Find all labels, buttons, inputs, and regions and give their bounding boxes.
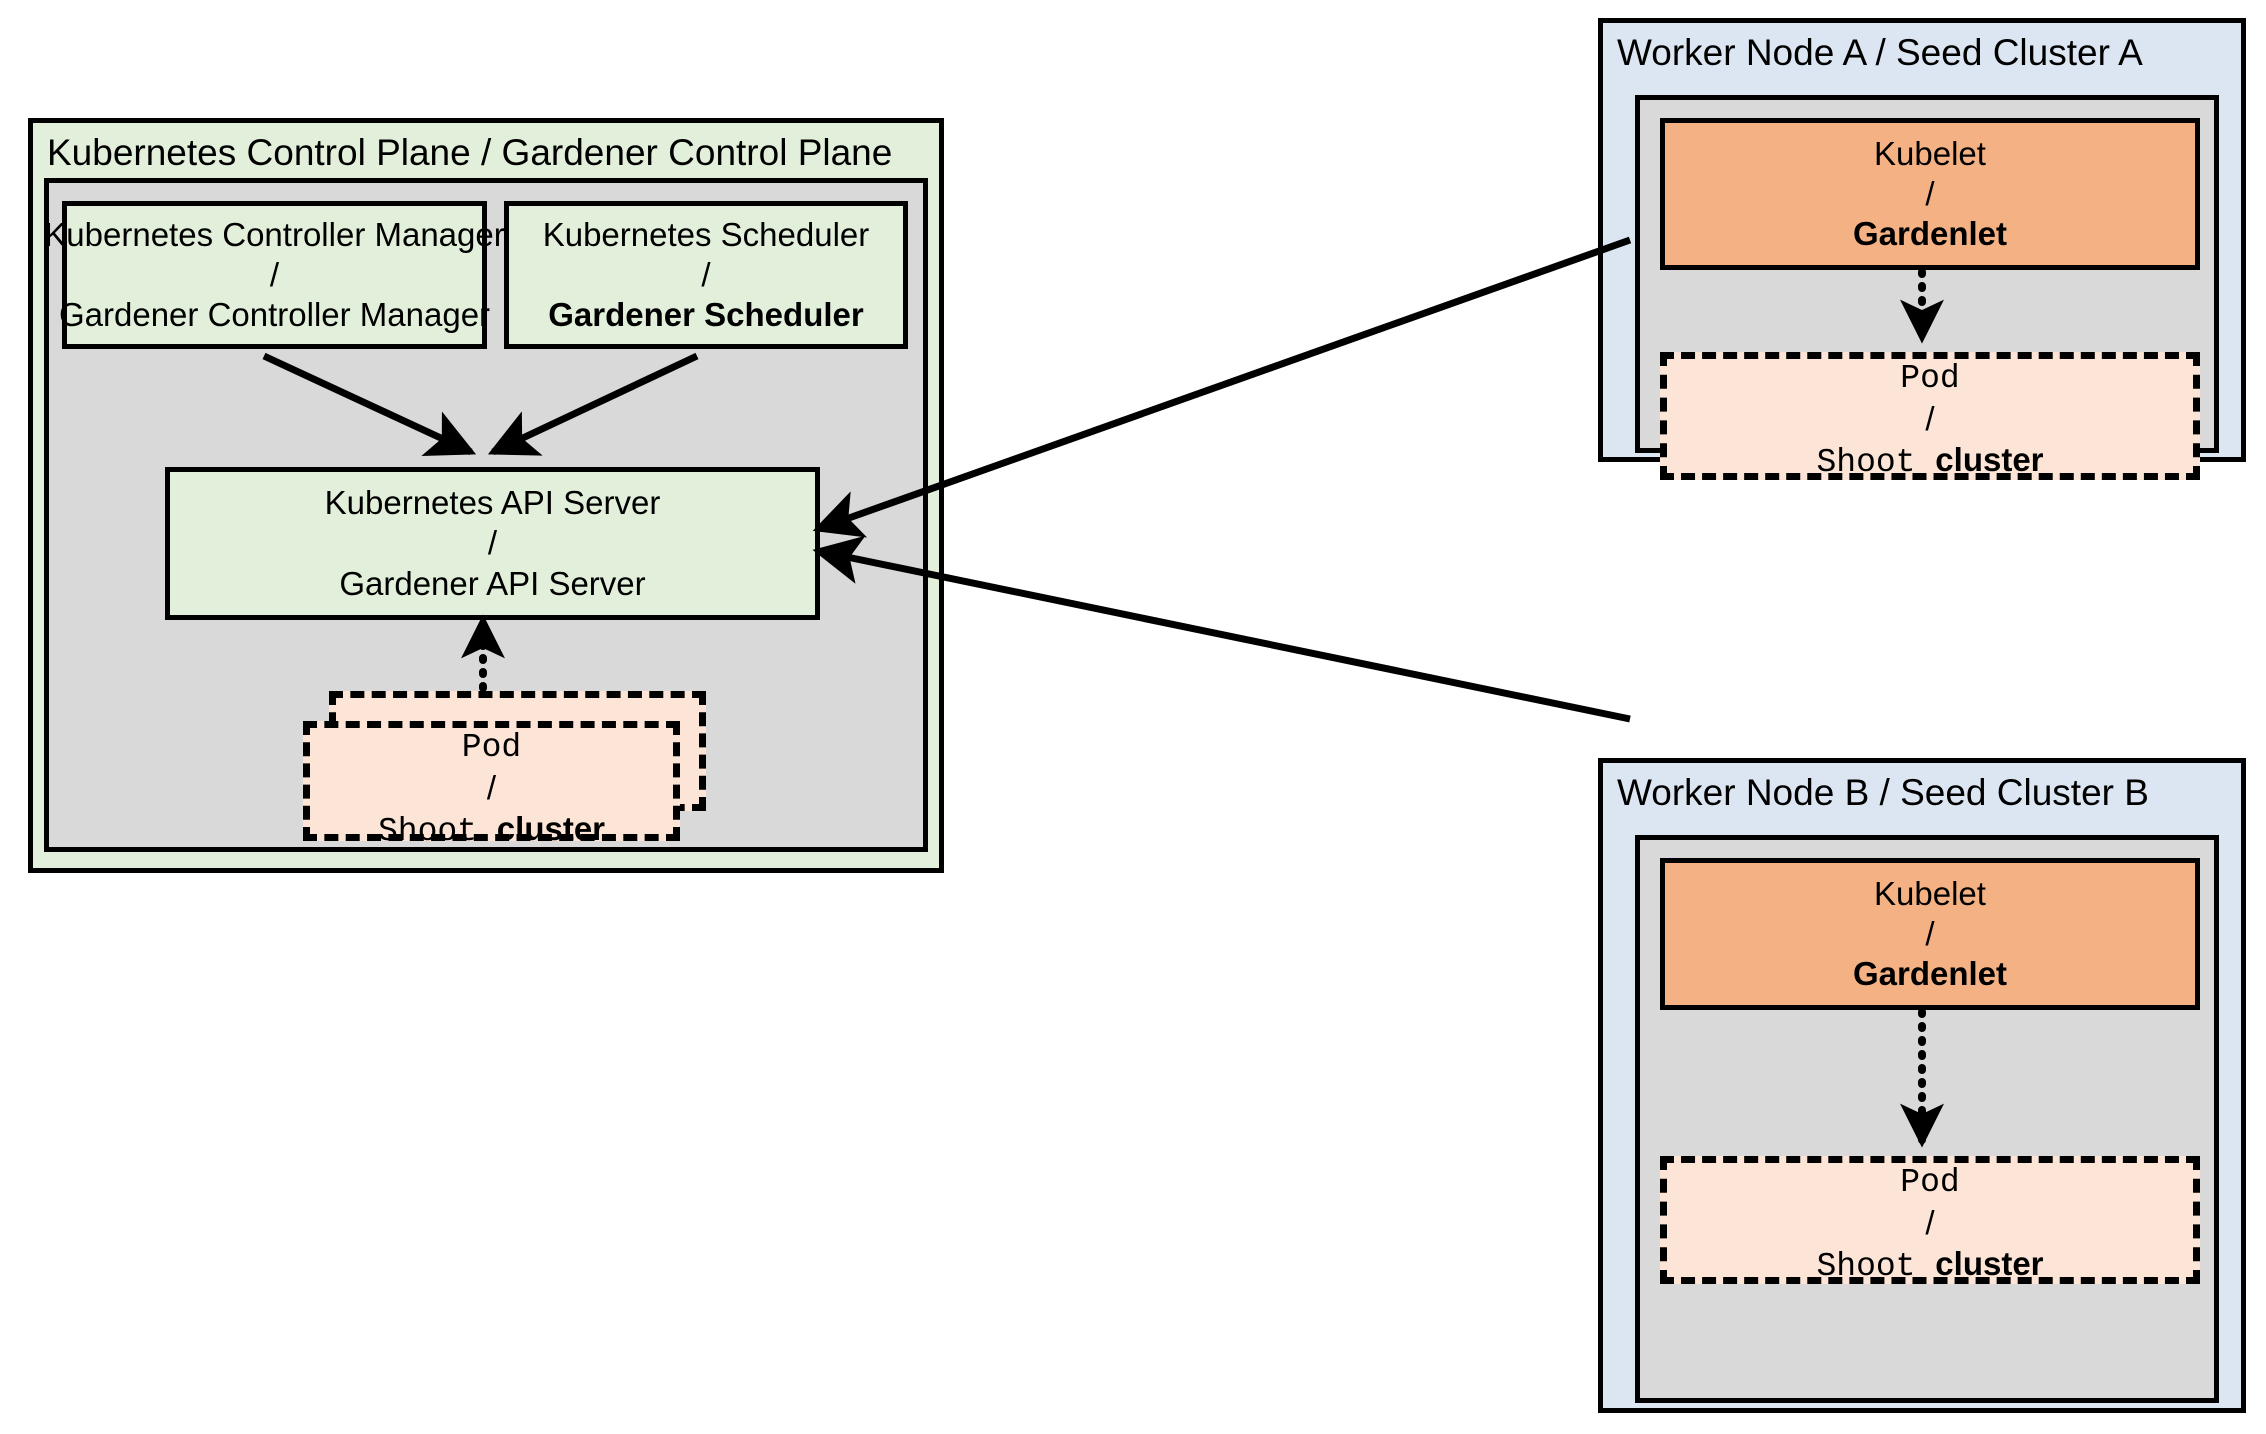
scheduler-line2: Gardener Scheduler: [548, 296, 864, 334]
kubernetes-api-server-node[interactable]: Kubernetes API Server / Gardener API Ser…: [165, 467, 820, 620]
seed-a-pod-separator: /: [1925, 400, 1935, 438]
seed-a-pod-label: Pod / Shoot cluster: [1667, 359, 2193, 483]
control-plane-pod-line2-mono: Shoot: [377, 812, 497, 850]
seed-cluster-a-title: Worker Node A / Seed Cluster A: [1617, 32, 2143, 73]
scheduler-line1: Kubernetes Scheduler: [542, 215, 870, 253]
control-plane-pod-label: Pod / Shoot cluster: [310, 728, 673, 852]
seed-b-kubelet-node[interactable]: Kubelet / Gardenlet: [1660, 858, 2200, 1010]
api-server-line2: Gardener API Server: [339, 564, 646, 602]
seed-a-pod-line2: Shoot cluster: [1816, 440, 2043, 483]
kubernetes-controller-manager-node[interactable]: Kubernetes Controller Manager / Gardener…: [44, 201, 505, 349]
api-server-separator: /: [487, 524, 498, 562]
seed-a-pod-line2-bold: cluster: [1935, 440, 2044, 478]
seed-cluster-a-inner-panel: Kubelet / Gardenlet Pod / Shoot cluster: [1635, 95, 2219, 481]
seed-b-kubelet-label: Kubelet / Gardenlet: [1665, 863, 2195, 1005]
seed-cluster-b-title: Worker Node B / Seed Cluster B: [1617, 772, 2149, 813]
seed-b-kubelet-line1: Kubelet: [1874, 874, 1986, 912]
seed-b-gardenlet-line2: Gardenlet: [1852, 955, 2008, 993]
controller-manager-separator: /: [269, 255, 280, 293]
seed-a-pod-line1: Pod: [1900, 360, 1960, 397]
seed-cluster-a-group: Worker Node A / Seed Cluster A Kubelet /…: [1598, 18, 2246, 481]
control-plane-pod-node[interactable]: Pod / Shoot cluster: [303, 721, 680, 850]
control-plane-pod-line2-bold: cluster: [496, 809, 606, 847]
seed-a-kubelet-node[interactable]: Kubelet / Gardenlet: [1660, 118, 2200, 270]
seed-b-pod-line2-mono: Shoot: [1816, 1247, 1936, 1285]
seed-a-pod-node[interactable]: Pod / Shoot cluster: [1660, 352, 2200, 483]
control-plane-pod-line1: Pod: [461, 729, 522, 766]
scheduler-label: Kubernetes Scheduler / Gardener Schedule…: [509, 206, 903, 344]
api-server-label: Kubernetes API Server / Gardener API Ser…: [170, 472, 815, 615]
seed-b-pod-line2: Shoot cluster: [1816, 1244, 2043, 1287]
seed-a-gardenlet-line2: Gardenlet: [1852, 215, 2008, 253]
seed-b-pod-node[interactable]: Pod / Shoot cluster: [1660, 1156, 2200, 1287]
controller-manager-label: Kubernetes Controller Manager / Gardener…: [44, 206, 504, 344]
control-plane-inner-panel: Kubernetes Controller Manager / Gardener…: [44, 178, 928, 852]
seed-b-kubelet-separator: /: [1925, 914, 1935, 952]
seed-b-pod-line2-bold: cluster: [1935, 1244, 2044, 1282]
control-plane-title: Kubernetes Control Plane / Gardener Cont…: [47, 132, 893, 173]
seed-b-pod-line1: Pod: [1900, 1164, 1960, 1201]
kubernetes-scheduler-node[interactable]: Kubernetes Scheduler / Gardener Schedule…: [504, 201, 908, 349]
control-plane-pod-line2: Shoot cluster: [378, 809, 605, 852]
api-server-line1: Kubernetes API Server: [324, 484, 661, 522]
controller-manager-line2: Gardener Controller Manager: [58, 296, 491, 334]
controller-manager-line1: Kubernetes Controller Manager: [44, 215, 505, 253]
seed-a-kubelet-separator: /: [1925, 174, 1935, 212]
control-plane-group: Kubernetes Control Plane / Gardener Cont…: [28, 118, 944, 873]
seed-b-pod-separator: /: [1925, 1204, 1935, 1242]
seed-a-kubelet-line1: Kubelet: [1874, 134, 1986, 172]
seed-cluster-b-group: Worker Node B / Seed Cluster B Kubelet /…: [1598, 758, 2246, 1413]
seed-cluster-b-inner-panel: Kubelet / Gardenlet Pod / Shoot cluster: [1635, 835, 2219, 1403]
control-plane-pod-separator: /: [486, 769, 497, 807]
seed-a-pod-line2-mono: Shoot: [1816, 443, 1936, 481]
seed-b-pod-label: Pod / Shoot cluster: [1667, 1163, 2193, 1287]
seed-a-kubelet-label: Kubelet / Gardenlet: [1665, 123, 2195, 265]
scheduler-separator: /: [701, 255, 711, 293]
